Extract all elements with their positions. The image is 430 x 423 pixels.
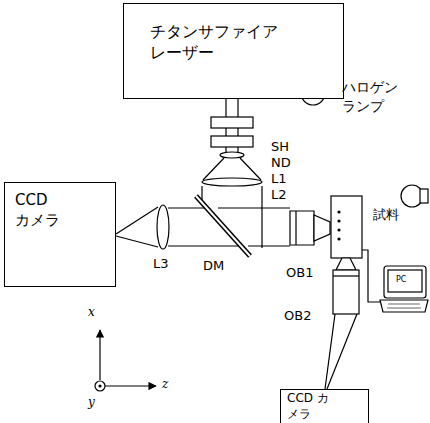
expanding-beam bbox=[203, 158, 261, 180]
beam-cone bbox=[116, 236, 158, 247]
dichroic-mirror bbox=[196, 196, 250, 256]
camera-box: CCD カメラ bbox=[4, 182, 116, 287]
node-label: チタンサファイア レーザー bbox=[150, 22, 290, 64]
cable bbox=[362, 250, 384, 302]
objective-ob2 bbox=[333, 275, 359, 276]
sample-cell bbox=[331, 196, 362, 258]
beam-cone bbox=[327, 314, 357, 389]
part-label: L2 bbox=[271, 188, 287, 203]
objective-ob1 bbox=[295, 211, 296, 245]
dichroic-mirror bbox=[196, 196, 250, 256]
laser-beam bbox=[237, 128, 238, 136]
part-label: L1 bbox=[271, 172, 287, 187]
objective-ob1 bbox=[314, 215, 330, 241]
node-label: CCD カメラ bbox=[15, 191, 67, 230]
pc-keyboard bbox=[380, 300, 428, 312]
part-label: ハロゲン ランプ bbox=[342, 78, 412, 116]
part-label: OB1 bbox=[286, 266, 313, 281]
objective-ob2 bbox=[333, 270, 359, 314]
part-label: SH bbox=[271, 140, 289, 155]
part-label: ND bbox=[271, 156, 291, 171]
shutter bbox=[211, 117, 253, 128]
lens-l1 bbox=[220, 152, 244, 158]
axis-arrow bbox=[105, 385, 156, 386]
laser-beam bbox=[261, 186, 262, 248]
halogen-lamp bbox=[420, 189, 428, 203]
axis-label: z bbox=[162, 378, 168, 392]
axis-label: x bbox=[88, 306, 95, 320]
beam-cone bbox=[116, 207, 158, 234]
pc-monitor bbox=[384, 266, 426, 298]
beam bbox=[168, 245, 243, 246]
beam bbox=[218, 207, 290, 208]
nd-filter bbox=[211, 136, 253, 147]
objective-ob2 bbox=[336, 258, 356, 270]
axis-arrow bbox=[99, 330, 100, 380]
camera-box: CCD カメラ bbox=[280, 389, 369, 423]
beam bbox=[248, 245, 290, 246]
particles bbox=[98, 210, 340, 387]
part-label: DM bbox=[203, 259, 224, 274]
screen-text: PC bbox=[396, 275, 406, 284]
beam-cone bbox=[325, 314, 335, 389]
pc-keyboard bbox=[387, 304, 421, 308]
part-label: L3 bbox=[153, 257, 169, 272]
laser-box: チタンサファイア レーザー bbox=[123, 3, 344, 99]
part-label: 試料 bbox=[373, 208, 399, 223]
laser-beam bbox=[225, 99, 226, 117]
axis-origin bbox=[95, 381, 105, 391]
part-label: OB2 bbox=[284, 309, 311, 324]
beam bbox=[168, 207, 205, 208]
objective-ob1 bbox=[290, 211, 314, 245]
pc-screen bbox=[388, 270, 422, 292]
laser-beam bbox=[225, 128, 226, 136]
lens-l2 bbox=[202, 178, 262, 186]
lens-l3 bbox=[157, 205, 169, 249]
axis-label: y bbox=[88, 396, 95, 410]
laser-beam bbox=[237, 99, 238, 117]
node-label: CCD カメラ bbox=[287, 391, 335, 422]
